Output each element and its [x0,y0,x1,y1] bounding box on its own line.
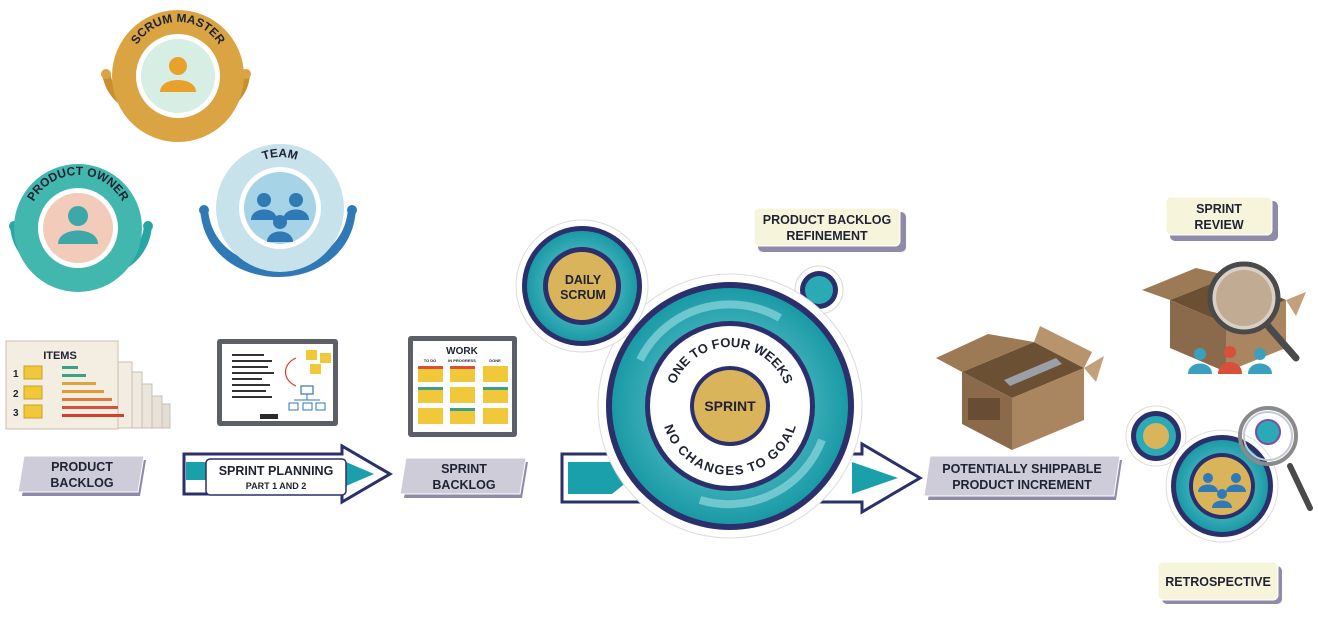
product-increment-label: POTENTIALLY SHIPPABLE PRODUCT INCREMENT [923,455,1122,500]
product-owner-person-icon [58,206,98,244]
refinement-indicator-circle [794,265,844,315]
scrum-master-person-icon [160,57,196,92]
retrospective-text: RETROSPECTIVE [1165,575,1271,589]
item-number-2: 2 [13,389,19,400]
sprint-cycle: ONE TO FOUR WEEKS NO CHANGES TO GOAL SPR… [597,273,863,539]
product-owner-badge: PRODUCT OWNER [9,164,153,292]
refinement-label: PRODUCT BACKLOG REFINEMENT [753,207,906,252]
item-number-1: 1 [13,369,19,380]
work-board-title: WORK [446,346,478,357]
sprint-backlog-line1: SPRINT [441,462,487,476]
team-people-icon [251,193,309,242]
sprint-center-label: SPRINT [704,398,756,414]
sprint-planning-arrow: SPRINT PLANNING PART 1 AND 2 [182,443,393,505]
retrospective-cycle [1125,405,1313,543]
retrospective-people-icon [1198,473,1246,508]
work-col-done: DONE [489,358,501,363]
product-backlog-line1: PRODUCT [51,460,113,474]
product-backlog-line2: BACKLOG [50,476,113,490]
backlog-items-stack: ITEMS 1 2 3 [5,340,171,430]
item-number-3: 3 [13,408,19,419]
review-people-icon [1188,346,1272,374]
sprint-review-line1: SPRINT [1196,202,1242,216]
sprint-backlog-label: SPRINT BACKLOG [399,457,528,498]
sprint-review-line2: REVIEW [1194,218,1244,232]
daily-scrum-line2: SCRUM [560,288,606,302]
sprint-planning-title: SPRINT PLANNING [219,464,334,478]
sprint-planning-whiteboard [217,339,338,426]
team-badge: TEAM [199,144,357,277]
refinement-line2: REFINEMENT [786,229,868,243]
daily-scrum-line1: DAILY [565,273,602,287]
product-increment-box-icon [936,326,1104,450]
sprint-review-label: SPRINT REVIEW [1165,196,1278,241]
sprint-backlog-line2: BACKLOG [432,478,495,492]
items-title: ITEMS [43,350,77,362]
retrospective-magnifier-icon [1238,406,1313,511]
product-increment-line2: PRODUCT INCREMENT [952,478,1092,492]
daily-scrum-cycle: DAILY SCRUM [515,219,649,353]
team-label: TEAM [260,146,299,163]
work-col-todo: TO DO [424,358,437,363]
product-increment-line1: POTENTIALLY SHIPPABLE [942,462,1102,476]
retrospective-label: RETROSPECTIVE [1157,561,1282,604]
sprint-backlog-work-board: WORK TO DO IN PROGRESS DONE [408,336,517,437]
sprint-planning-subtitle: PART 1 AND 2 [246,481,307,491]
work-col-inprogress: IN PROGRESS [448,358,476,363]
sprint-review-box-magnifier-icon [1142,261,1306,374]
refinement-line1: PRODUCT BACKLOG [763,213,891,227]
scrum-master-badge: SCRUM MASTER [101,10,251,142]
product-backlog-label: PRODUCT BACKLOG [17,455,146,496]
